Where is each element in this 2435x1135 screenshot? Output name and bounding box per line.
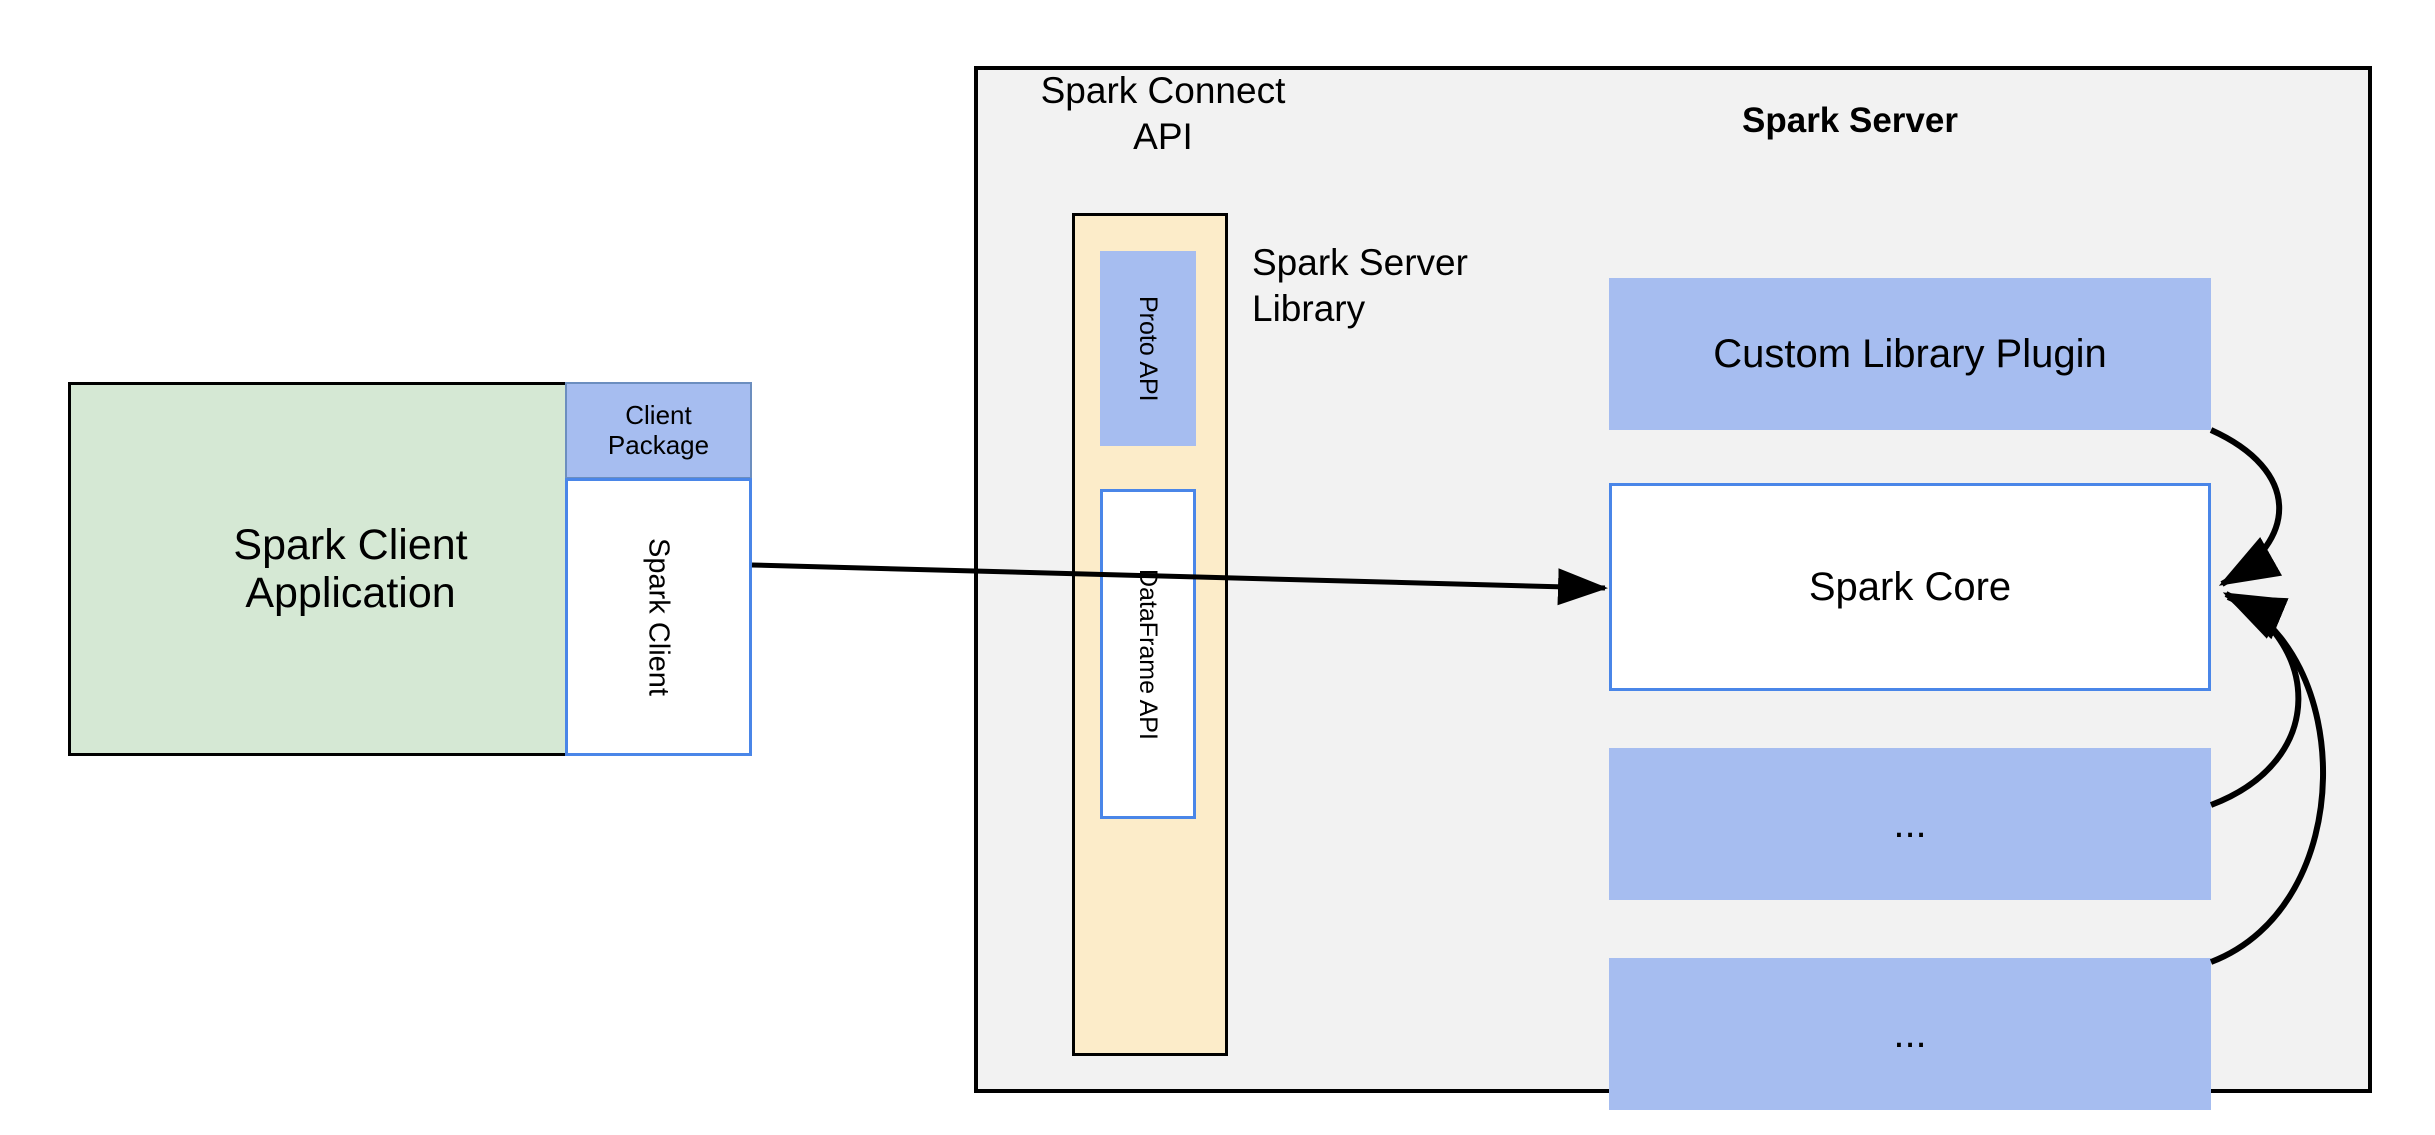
proto-api-label: Proto API	[1134, 295, 1162, 402]
spark-client-application-box[interactable]: Spark Client Application	[68, 382, 633, 756]
spark-server-title: Spark Server	[1742, 101, 1958, 141]
client-package-line2: Package	[607, 429, 710, 460]
spark-core-label: Spark Core	[1808, 564, 2012, 609]
spark-server-library-label: Spark Server Library	[1252, 240, 1522, 330]
module-ellipsis-box-2[interactable]: ...	[1609, 958, 2211, 1110]
spark-core-box[interactable]: Spark Core	[1609, 483, 2211, 691]
spark-connect-api-label: Spark Connect API	[1018, 68, 1308, 158]
spark-client-box[interactable]: Spark Client	[565, 478, 752, 756]
module-ellipsis-box-1[interactable]: ...	[1609, 748, 2211, 900]
spark-connect-api-line2: API	[1133, 116, 1193, 158]
module-ellipsis-label-1: ...	[1893, 801, 1927, 846]
custom-library-plugin-box[interactable]: Custom Library Plugin	[1609, 278, 2211, 430]
spark-connect-api-line1: Spark Connect	[1040, 70, 1286, 111]
dataframe-api-box[interactable]: DataFrame API	[1100, 489, 1196, 819]
spark-client-application-line2: Application	[245, 569, 456, 617]
client-package-box[interactable]: Client Package	[565, 382, 752, 479]
spark-server-library-line2: Library	[1252, 288, 1366, 330]
client-package-line1: Client	[625, 400, 692, 431]
spark-client-application-line1: Spark Client	[233, 520, 468, 569]
spark-client-label: Spark Client	[642, 538, 675, 696]
custom-library-plugin-label: Custom Library Plugin	[1713, 331, 2107, 376]
proto-api-box[interactable]: Proto API	[1100, 251, 1196, 446]
spark-server-library-line1: Spark Server	[1252, 242, 1468, 283]
module-ellipsis-label-2: ...	[1893, 1011, 1927, 1056]
dataframe-api-label: DataFrame API	[1134, 568, 1162, 740]
